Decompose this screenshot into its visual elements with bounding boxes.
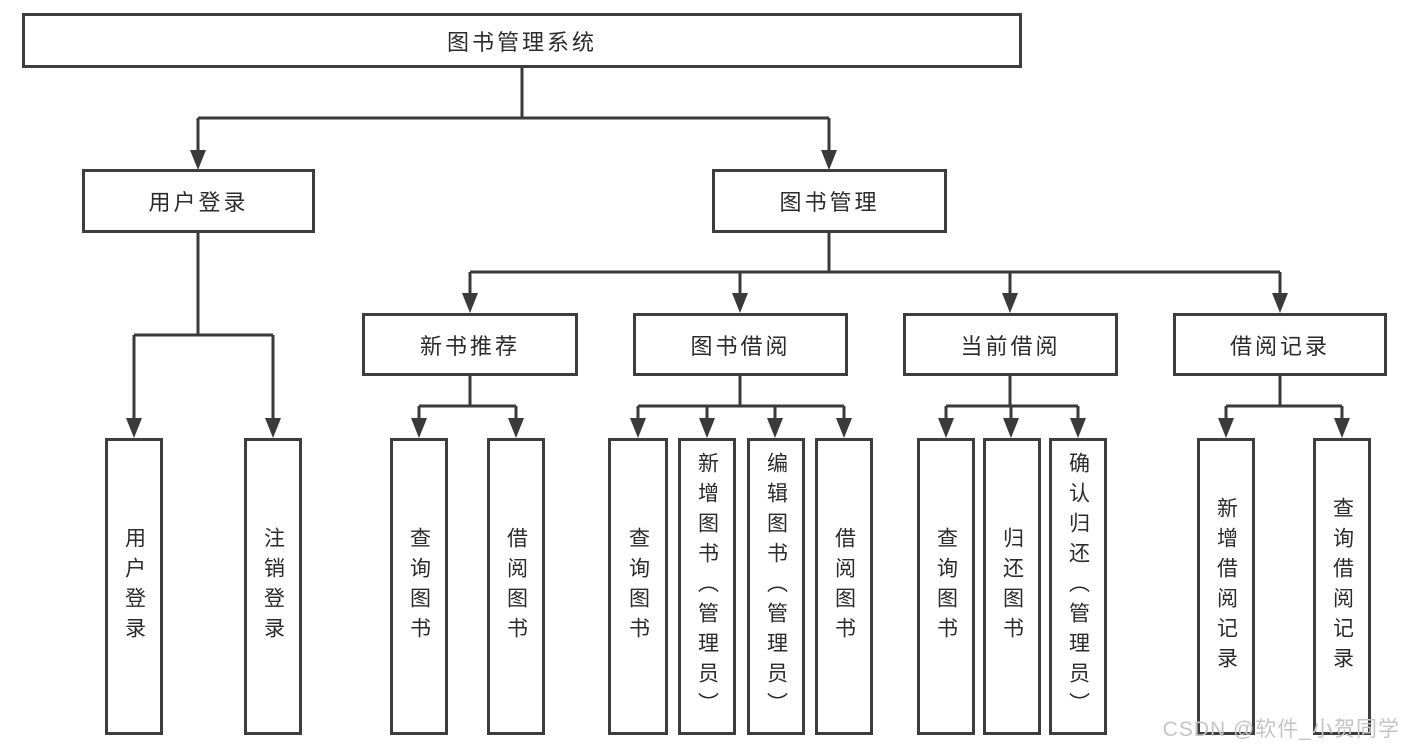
node-label: 查询图书 xyxy=(626,526,650,647)
leaf-logout: 注销登录 xyxy=(244,438,302,735)
node-label: 归还图书 xyxy=(1000,526,1024,647)
node-library-management-system: 图书管理系统 xyxy=(22,13,1022,68)
leaf-query-books-recommend: 查询图书 xyxy=(390,438,448,735)
node-label: 查询图书 xyxy=(934,526,958,647)
node-label: 借阅图书 xyxy=(832,526,856,647)
node-book-management: 图书管理 xyxy=(712,169,947,233)
leaf-user-login: 用户登录 xyxy=(105,438,163,735)
leaf-confirm-return-admin: 确认归还（管理员） xyxy=(1049,438,1107,735)
node-label: 编辑图书（管理员） xyxy=(764,451,788,722)
node-label: 查询借阅记录 xyxy=(1330,496,1354,677)
node-label: 借阅图书 xyxy=(504,526,528,647)
leaf-query-books-current: 查询图书 xyxy=(917,438,975,735)
leaf-borrow-books: 借阅图书 xyxy=(815,438,873,735)
node-label: 图书管理系统 xyxy=(446,29,597,55)
leaf-query-books-borrow: 查询图书 xyxy=(608,438,668,735)
arrowheads xyxy=(126,150,1350,438)
leaf-return-books: 归还图书 xyxy=(983,438,1041,735)
csdn-watermark: CSDN @软件_小贺同学 xyxy=(1162,718,1400,741)
node-label: 新增图书（管理员） xyxy=(695,451,719,722)
node-label: 用户登录 xyxy=(148,190,249,215)
node-user-login: 用户登录 xyxy=(82,169,315,233)
node-borrowing-records: 借阅记录 xyxy=(1173,313,1387,376)
node-label: 当前借阅 xyxy=(960,333,1061,359)
node-label: 新书推荐 xyxy=(419,333,520,359)
node-label: 新增借阅记录 xyxy=(1214,496,1238,677)
node-label: 查询图书 xyxy=(407,526,431,647)
node-book-borrowing: 图书借阅 xyxy=(633,313,848,376)
leaf-add-borrow-record: 新增借阅记录 xyxy=(1197,438,1255,735)
node-label: 借阅记录 xyxy=(1229,333,1330,359)
leaf-query-borrow-record: 查询借阅记录 xyxy=(1313,438,1371,735)
leaf-borrow-books-recommend: 借阅图书 xyxy=(487,438,545,735)
leaf-edit-books-admin: 编辑图书（管理员） xyxy=(747,438,805,735)
node-label: 注销登录 xyxy=(261,526,285,647)
leaf-add-books-admin: 新增图书（管理员） xyxy=(678,438,736,735)
node-new-book-recommendation: 新书推荐 xyxy=(362,313,578,376)
node-label: 确认归还（管理员） xyxy=(1066,451,1090,722)
node-current-borrowing: 当前借阅 xyxy=(903,313,1118,376)
node-label: 用户登录 xyxy=(122,526,146,647)
node-label: 图书管理 xyxy=(779,190,880,215)
node-label: 图书借阅 xyxy=(690,333,791,359)
